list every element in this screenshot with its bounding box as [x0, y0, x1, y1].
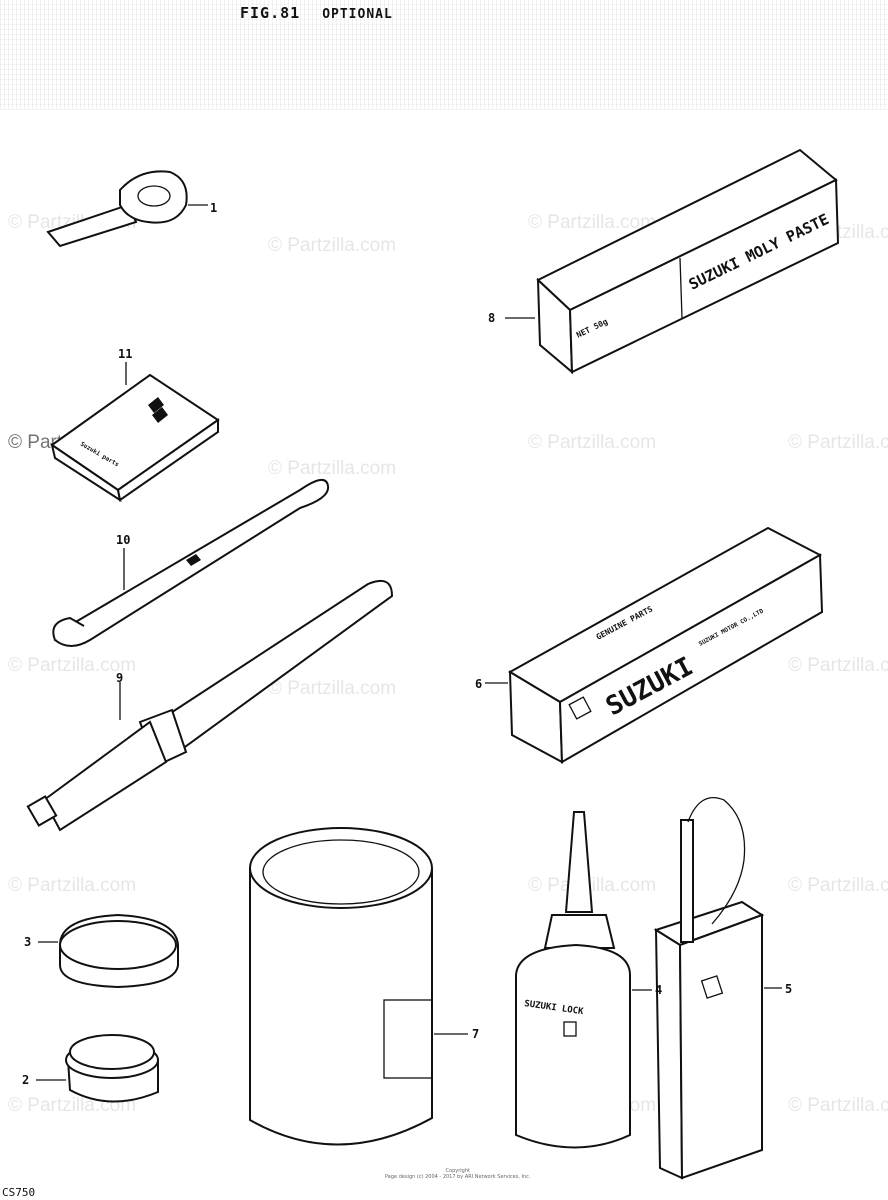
part-genuine-parts-box[interactable]: SUZUKI GENUINE PARTS SUZUKI MOTOR CO.,LT…: [485, 526, 824, 764]
watermark: © Partzilla.com: [528, 212, 657, 233]
part-tire-lever[interactable]: [52, 479, 330, 647]
watermark: © Partzilla.com: [528, 432, 657, 453]
figure-title: FIG.81 OPTIONAL: [240, 4, 393, 22]
callout-5: 5: [785, 982, 792, 996]
part-grease-tin-lid[interactable]: [38, 913, 179, 989]
watermark: © Partzilla.com: [8, 655, 137, 676]
copyright-footer: Copyright Page design (c) 2004 - 2017 by…: [385, 1168, 531, 1180]
callout-6: 6: [475, 677, 482, 691]
figure-subtitle: OPTIONAL: [322, 7, 393, 22]
callout-10: 10: [116, 533, 130, 547]
callout-3: 3: [24, 935, 31, 949]
part-oil-can[interactable]: [653, 796, 782, 1180]
part-pouch[interactable]: Suzuki parts: [50, 362, 220, 503]
part-key[interactable]: [46, 170, 208, 248]
watermark: © Partzilla.com: [268, 458, 397, 479]
watermark: © Partzilla.com: [268, 678, 397, 699]
watermark: © Partzilla.com: [8, 875, 137, 896]
watermark: © Partzilla.com: [268, 235, 397, 256]
watermark: © Partzilla.com: [788, 432, 888, 453]
callout-9: 9: [116, 671, 123, 685]
callout-8: 8: [488, 311, 495, 325]
copyright-line-2: Page design (c) 2004 - 2017 by ARI Netwo…: [385, 1174, 531, 1180]
callout-4: 4: [655, 983, 662, 997]
part-tire-pump[interactable]: [26, 580, 394, 832]
diagram-code: CS750: [2, 1186, 36, 1199]
part-grease-can[interactable]: [249, 827, 468, 1146]
watermark: © Partzilla.com: [528, 875, 657, 896]
callout-7: 7: [472, 1027, 479, 1041]
watermark: © Partzilla.com: [788, 1095, 888, 1116]
scan-noise: [0, 0, 888, 110]
watermark: © Partzilla.com: [788, 875, 888, 896]
part-moly-paste-box[interactable]: SUZUKI MOLY PASTE NET 50g: [505, 148, 840, 375]
figure-number: FIG.81: [240, 4, 301, 22]
part-grease-jar[interactable]: [36, 1034, 159, 1103]
watermark: © Partzilla.com: [788, 655, 888, 676]
callout-11: 11: [118, 347, 132, 361]
callout-2: 2: [22, 1073, 29, 1087]
callout-1: 1: [210, 201, 217, 215]
part-suzuki-lock-bottle[interactable]: SUZUKI LOCK: [515, 811, 652, 1149]
copyright-line-1: Copyright: [445, 1168, 470, 1174]
